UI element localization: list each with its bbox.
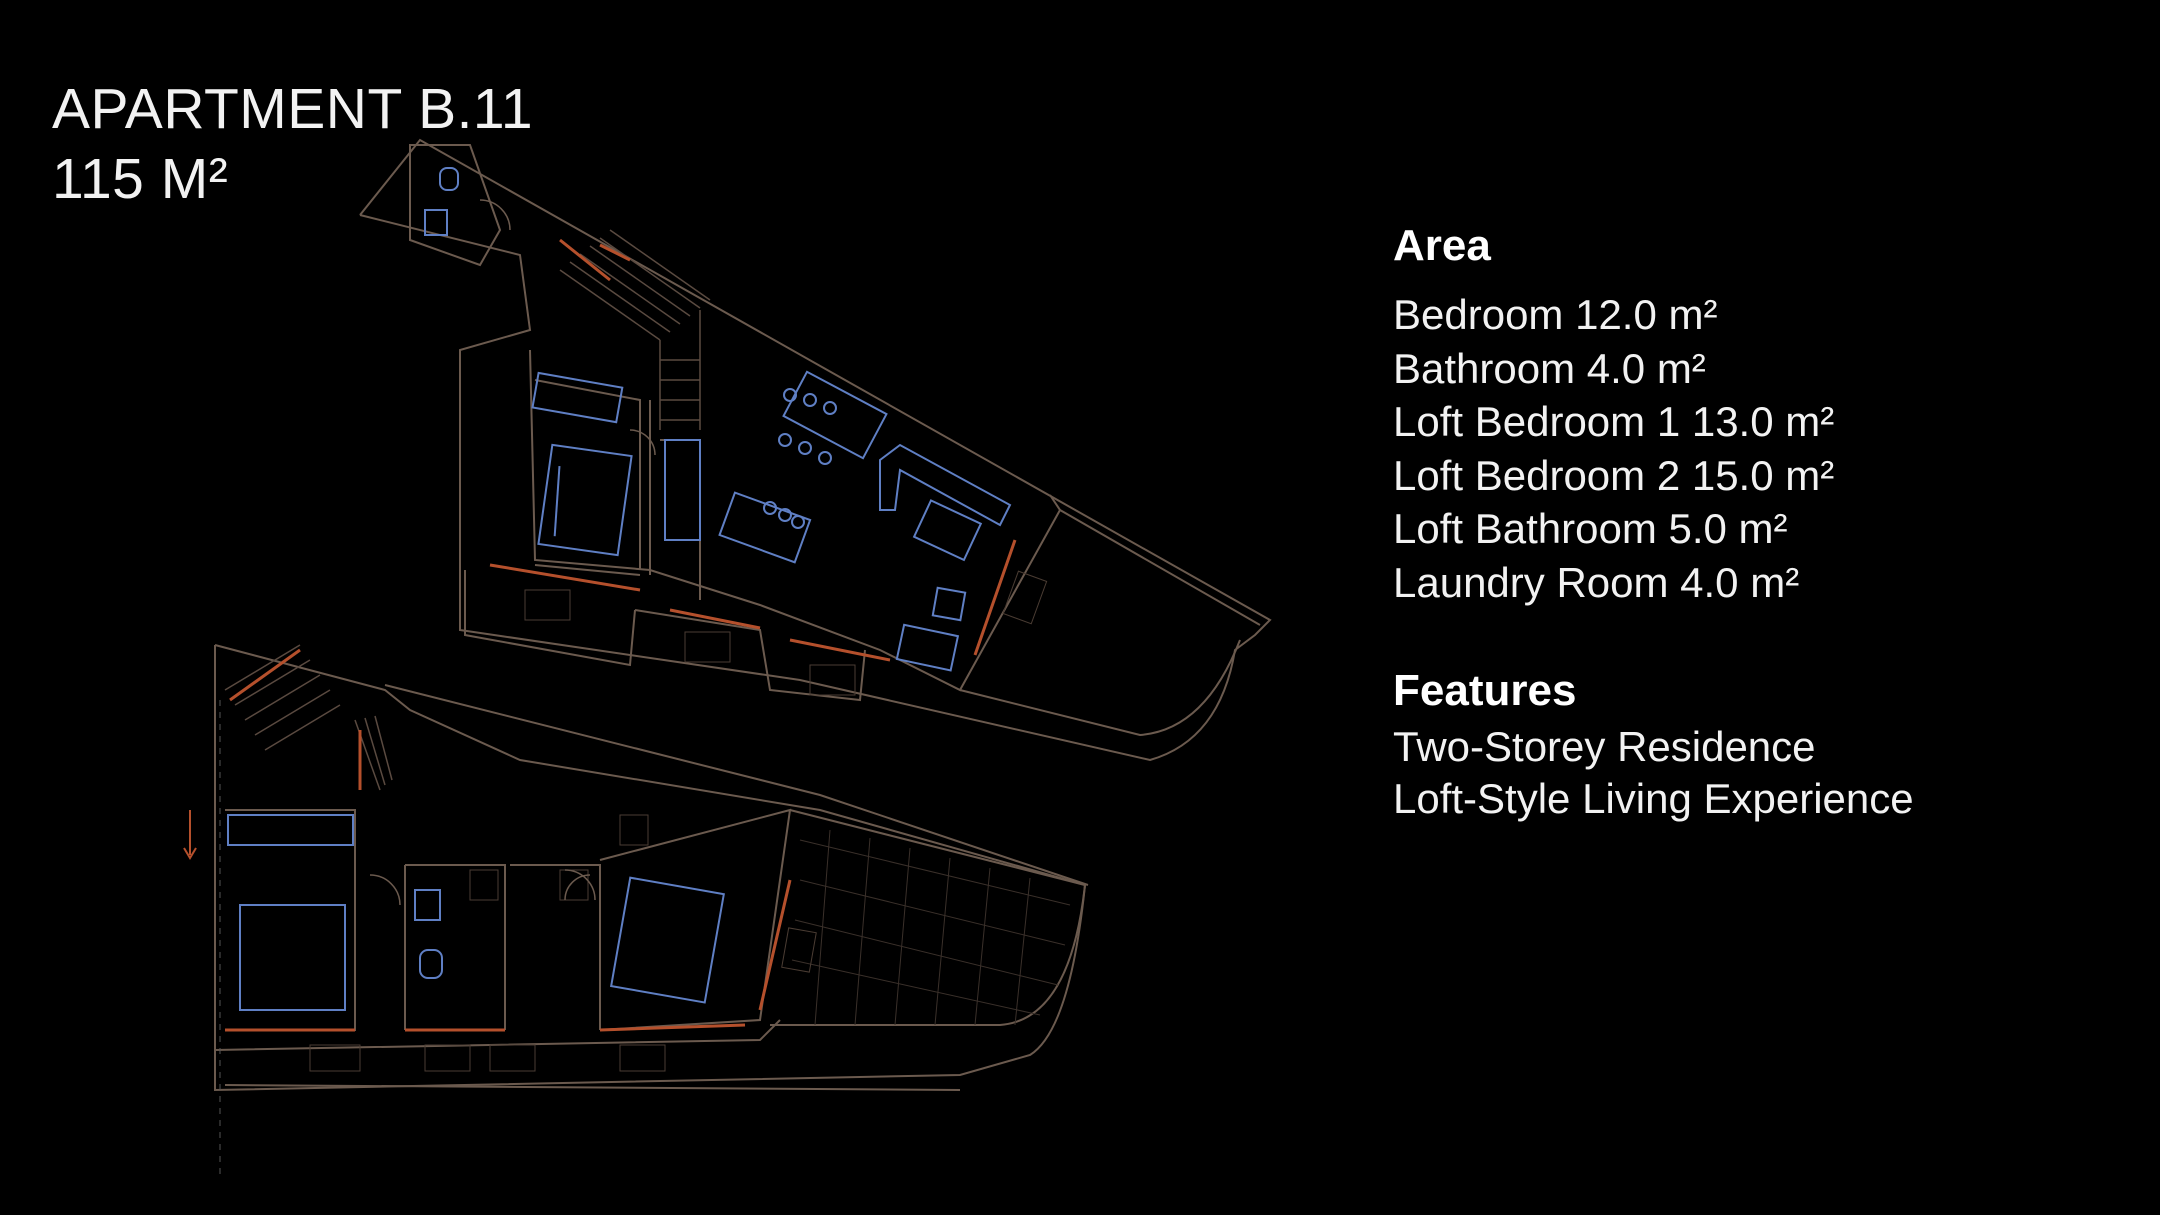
apartment-title: APARTMENT B.11 <box>52 77 534 141</box>
upper-floor-inner-wall <box>529 349 1062 692</box>
toilet-upper <box>439 167 459 191</box>
room-area-loft-bedroom-1: Loft Bedroom 1 13.0 m² <box>1393 398 1835 445</box>
upper-floor-plan <box>359 138 1272 762</box>
room-area-bathroom: Bathroom 4.0 m² <box>1393 344 1706 392</box>
area-section: Area Bedroom 12.0 m² Bathroom 4.0 m² Lof… <box>1393 218 2113 609</box>
coffee-table <box>912 499 983 562</box>
dimension-tags <box>309 570 1048 1072</box>
upper-floor-terrace-curve <box>959 509 1261 737</box>
apartment-title-block: APARTMENT B.11 115 M² <box>52 74 533 214</box>
features-heading: Features <box>1393 666 1577 715</box>
lower-floor-top-wall <box>384 684 1089 886</box>
lower-bed-1 <box>239 904 346 1011</box>
lower-floor-inner-walls <box>225 808 792 1031</box>
door-swings <box>369 199 656 906</box>
armchair <box>931 586 967 622</box>
lower-bed-2 <box>610 876 725 1004</box>
sink-upper <box>424 209 448 236</box>
upper-floor-outer-wall <box>359 138 1272 762</box>
upper-floor-bedroom-walls <box>534 379 701 600</box>
feature-item: Loft-Style Living Experience <box>1393 775 1914 822</box>
kitchen-island <box>718 491 812 564</box>
room-area-loft-bedroom-2: Loft Bedroom 2 15.0 m² <box>1393 451 1835 499</box>
accent-walls <box>225 238 1017 1032</box>
lower-floor-terrace <box>770 809 1087 1026</box>
upper-floor-lower-annex <box>464 570 866 702</box>
toilet-lower <box>419 949 443 979</box>
sink-lower <box>414 889 441 921</box>
floor-plan-drawing <box>183 138 1272 1180</box>
laundry-unit <box>895 623 960 672</box>
features-section: Features Two-Storey Residence Loft-Style… <box>1393 663 2113 825</box>
lower-staircase <box>224 644 393 791</box>
apartment-total-area: 115 M² <box>52 147 229 211</box>
wardrobe-lower <box>227 814 354 846</box>
terrace-grid <box>791 829 1071 1026</box>
wardrobe-upper <box>531 371 624 424</box>
furniture <box>227 167 1012 1011</box>
sofa <box>879 443 1012 527</box>
kitchen-counter <box>664 439 701 541</box>
room-area-bedroom: Bedroom 12.0 m² <box>1393 291 1718 338</box>
apartment-info-panel: Area Bedroom 12.0 m² Bathroom 4.0 m² Lof… <box>1393 218 2113 825</box>
lower-floor-bottom-strip <box>214 1019 961 1091</box>
room-area-laundry-room: Laundry Room 4.0 m² <box>1393 558 1800 606</box>
upper-staircase <box>559 229 711 430</box>
feature-item: Two-Storey Residence <box>1393 723 1816 770</box>
upper-bed <box>537 443 633 557</box>
lower-floor-plan <box>214 644 1089 1092</box>
area-heading: Area <box>1393 221 1491 270</box>
room-area-loft-bathroom: Loft Bathroom 5.0 m² <box>1393 505 1788 552</box>
lower-floor-outer-wall <box>214 644 1087 1092</box>
upper-floor-wc-block <box>409 144 502 267</box>
stair-direction-arrow <box>183 810 197 860</box>
